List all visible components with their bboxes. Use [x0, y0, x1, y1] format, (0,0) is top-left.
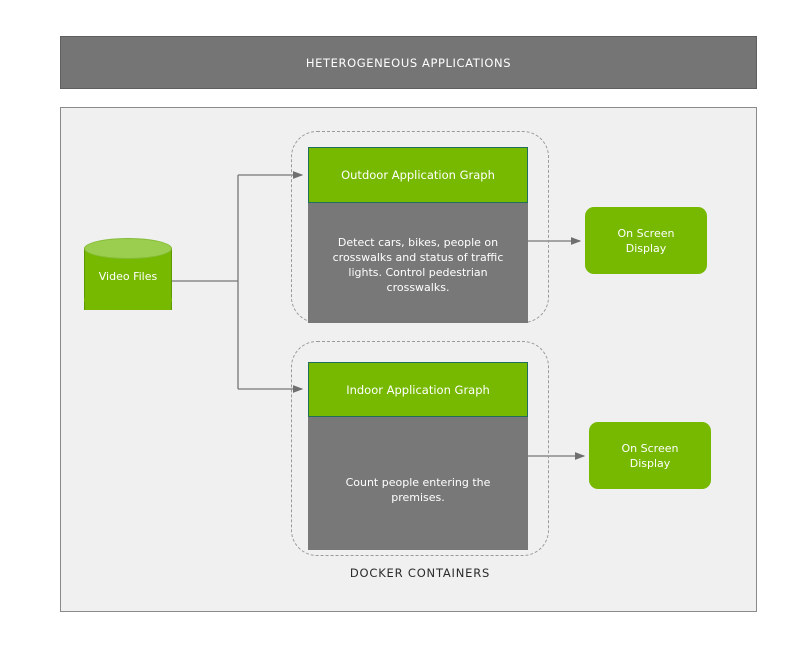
indoor-application-description-box: Count people entering the premises. [308, 417, 528, 550]
video-files-datastore[interactable]: Video Files [84, 238, 172, 318]
indoor-application-description: Count people entering the premises. [345, 476, 491, 504]
outdoor-application-graph-title: Outdoor Application Graph [308, 147, 528, 203]
video-files-label: Video Files [98, 270, 158, 283]
heterogeneous-applications-header: HETEROGENEOUS APPLICATIONS [60, 36, 757, 89]
indoor-application-card[interactable]: Indoor Application Graph Count people en… [308, 362, 528, 550]
header-title: HETEROGENEOUS APPLICATIONS [305, 55, 512, 70]
cylinder-top-ellipse-shape [84, 238, 172, 259]
osd-indoor-line1: On Screen [621, 441, 679, 455]
docker-containers-caption: DOCKER CONTAINERS [349, 566, 491, 580]
outdoor-application-description-box: Detect cars, bikes, people on crosswalks… [308, 203, 528, 323]
on-screen-display-indoor[interactable]: On Screen Display [589, 422, 711, 489]
on-screen-display-outdoor[interactable]: On Screen Display [585, 207, 707, 274]
osd-indoor-line2: Display [629, 456, 671, 470]
cylinder-bottom-shape [84, 290, 172, 310]
outdoor-application-description: Detect cars, bikes, people on crosswalks… [332, 236, 504, 294]
docker-container-indoor [291, 341, 549, 556]
outdoor-application-card[interactable]: Outdoor Application Graph Detect cars, b… [308, 147, 528, 323]
osd-outdoor-line2: Display [625, 241, 667, 255]
osd-outdoor-line1: On Screen [617, 226, 675, 240]
osd-outdoor-label: On Screen Display [618, 226, 675, 256]
osd-indoor-label: On Screen Display [622, 441, 679, 471]
indoor-application-graph-title: Indoor Application Graph [308, 362, 528, 417]
